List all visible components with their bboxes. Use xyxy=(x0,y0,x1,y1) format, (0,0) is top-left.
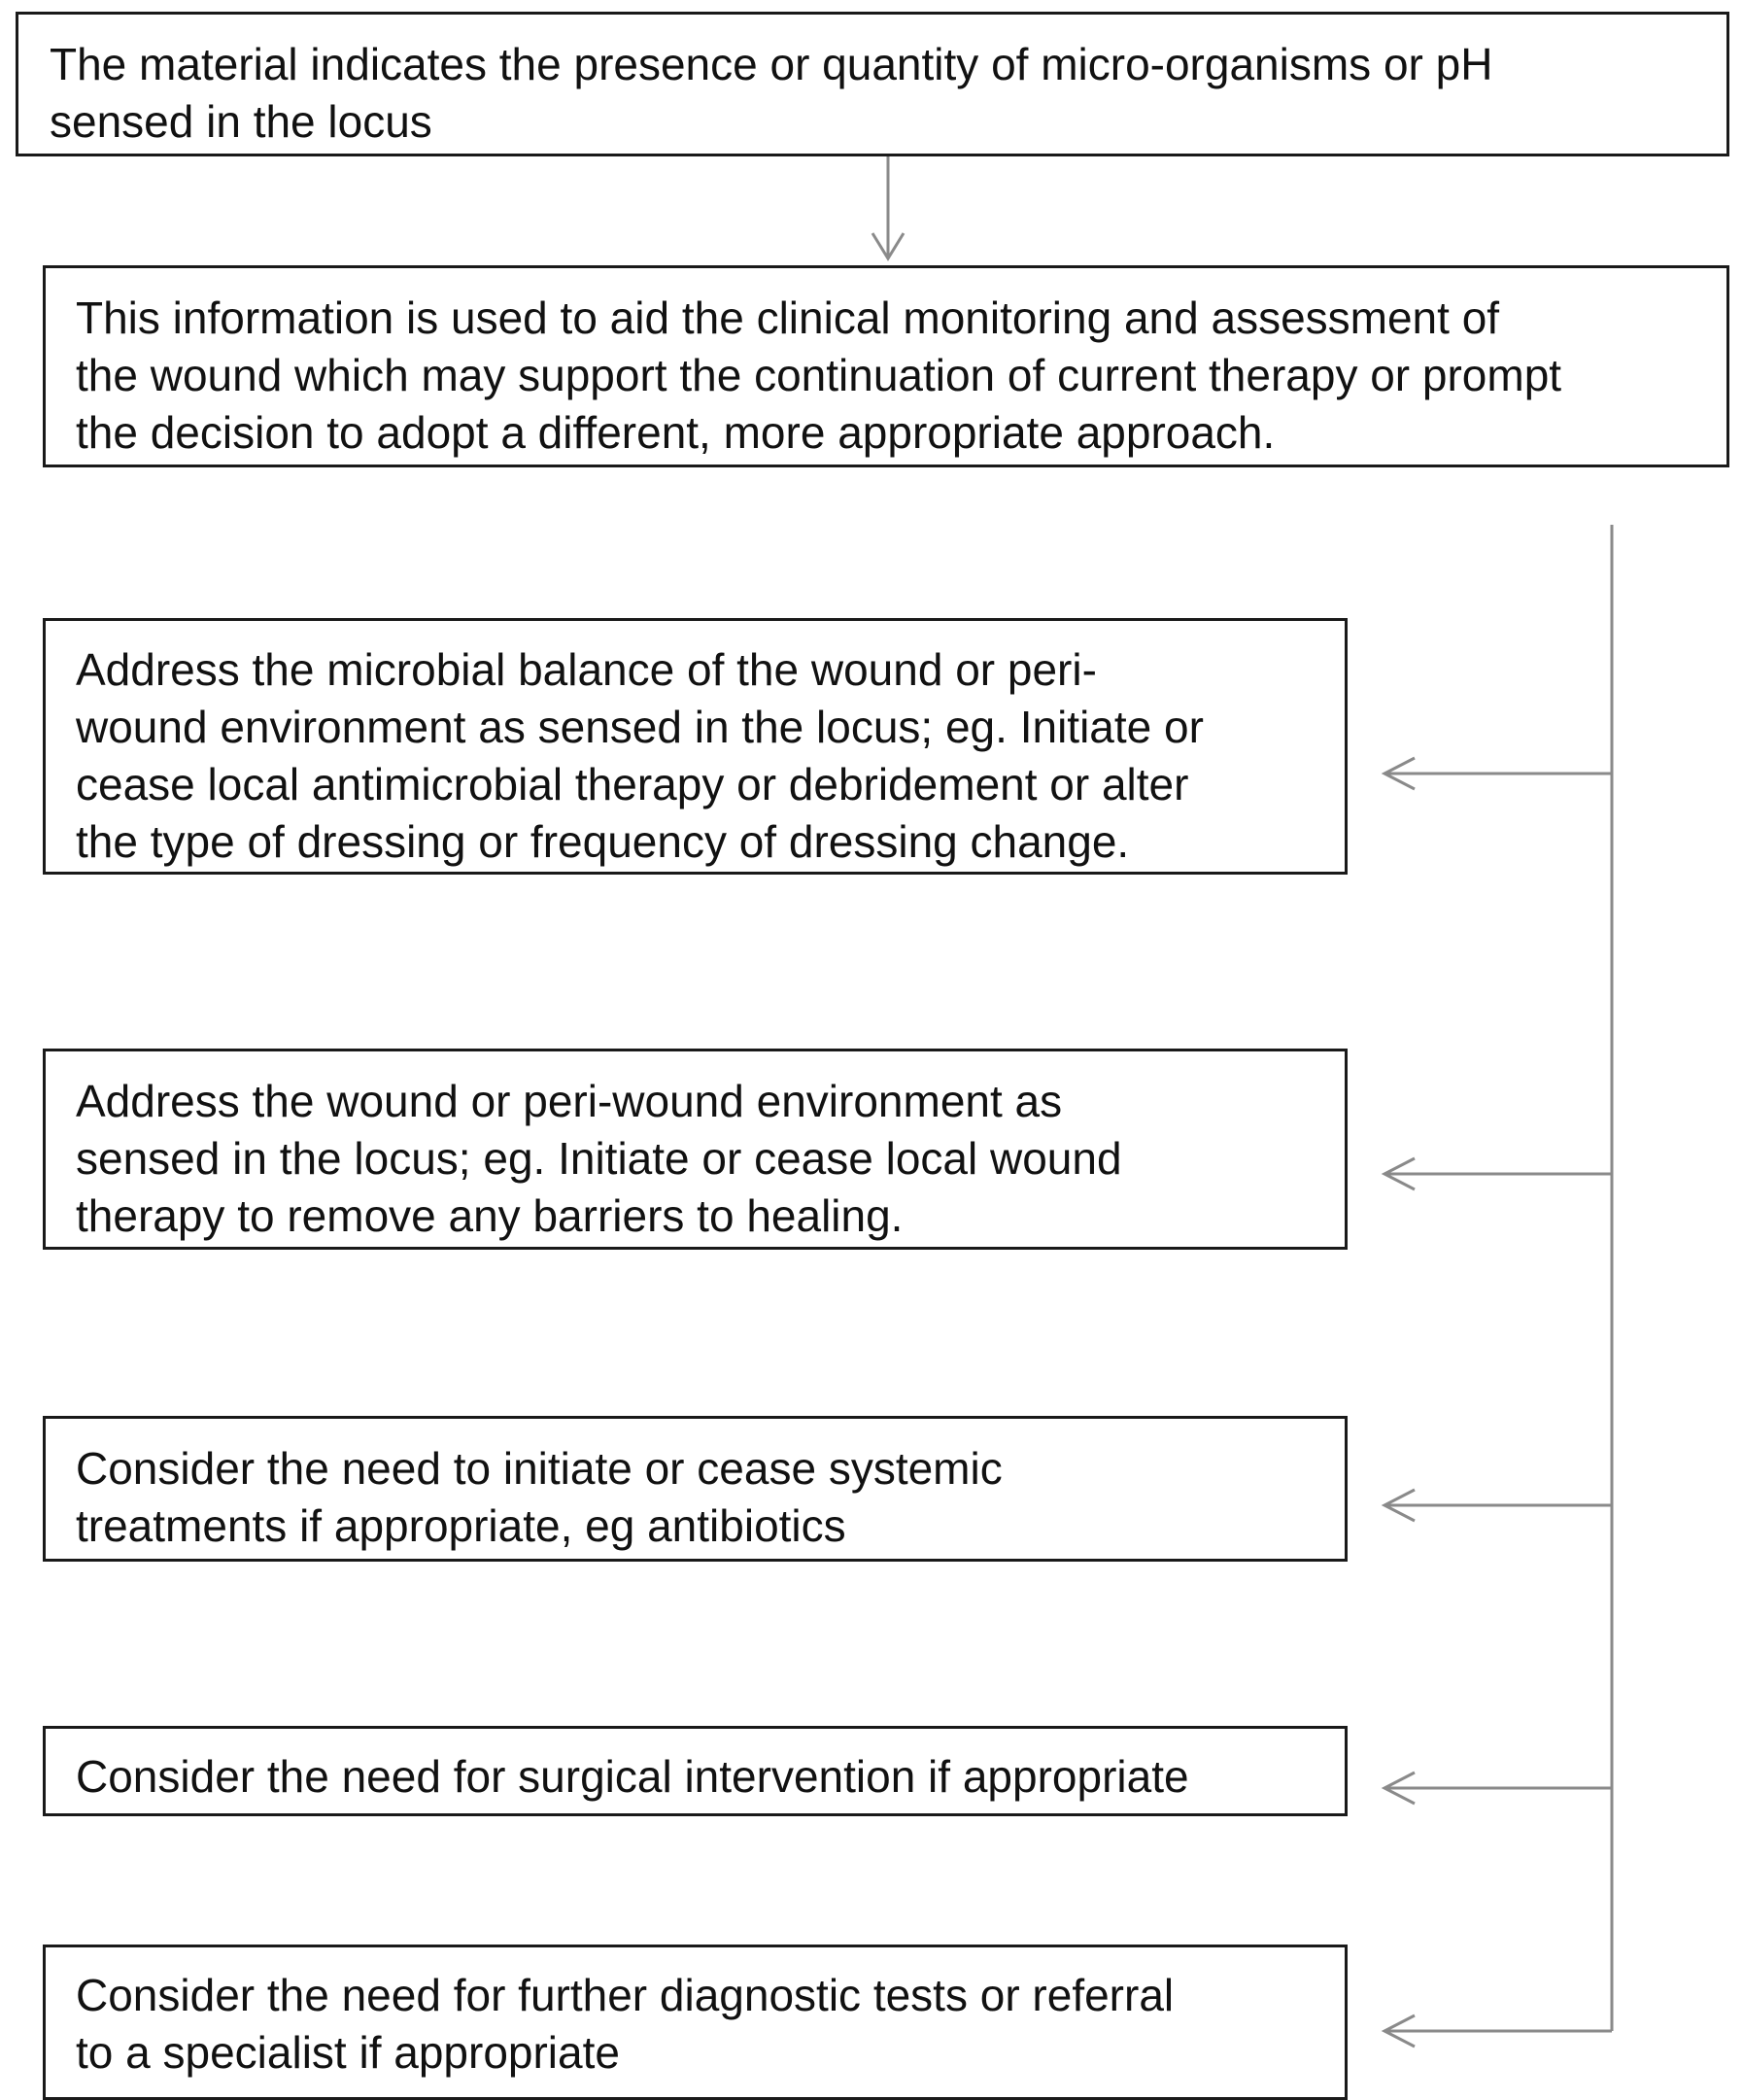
step-box-information-use: This information is used to aid the clin… xyxy=(43,265,1729,467)
step-box-diagnostic-tests: Consider the need for further diagnostic… xyxy=(43,1945,1348,2100)
step-box-wound-environment: Address the wound or peri-wound environm… xyxy=(43,1049,1348,1250)
step-box-microbial-balance: Address the microbial balance of the wou… xyxy=(43,618,1348,875)
step-box-material-indicates: The material indicates the presence or q… xyxy=(16,12,1729,156)
step-box-systemic-treatments: Consider the need to initiate or cease s… xyxy=(43,1416,1348,1562)
step-box-surgical-intervention: Consider the need for surgical intervent… xyxy=(43,1726,1348,1816)
